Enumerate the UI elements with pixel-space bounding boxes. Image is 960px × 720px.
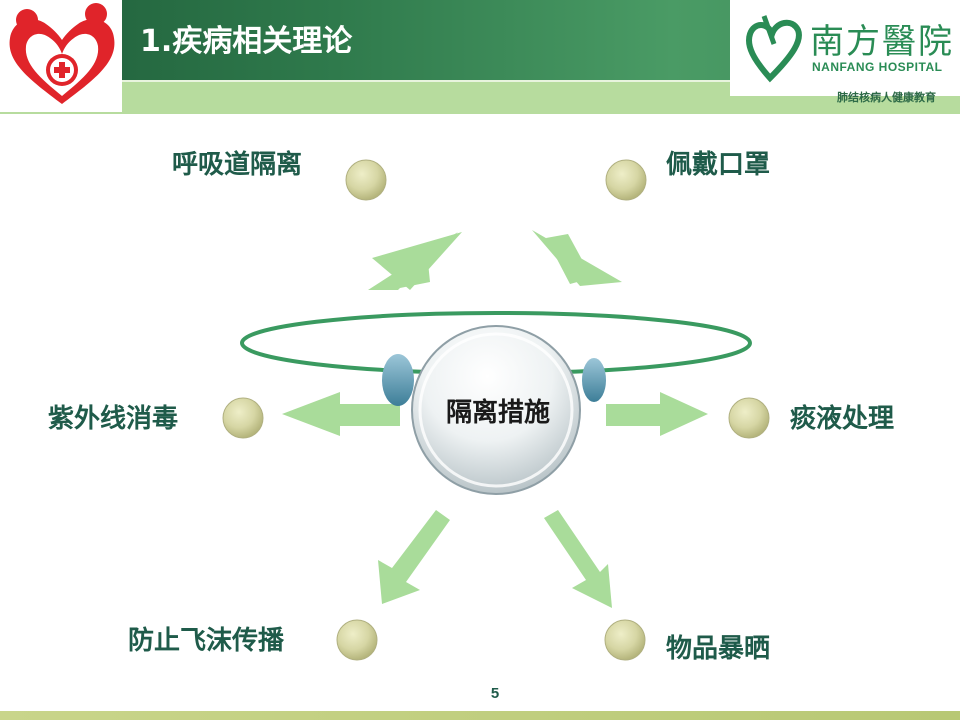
node-label-middle-right: 痰液处理: [790, 404, 895, 434]
node-dot-top-left: [345, 159, 387, 201]
left-wing: [382, 354, 414, 406]
header-divider: [0, 80, 960, 83]
hospital-name-en: NANFANG HOSPITAL: [812, 60, 943, 74]
node-label-bottom-left: 防止飞沫传播: [128, 626, 285, 656]
slide-title: 1.疾病相关理论: [140, 24, 353, 59]
center-label: 隔离措施: [445, 398, 550, 428]
node-dot-bottom-right: [604, 619, 646, 661]
node-label-top-right: 佩戴口罩: [666, 150, 771, 180]
node-label-top-left: 呼吸道隔离: [172, 150, 303, 180]
node-dot-middle-left: [222, 397, 264, 439]
arrow-right: [606, 392, 708, 436]
center-circle: [411, 325, 581, 495]
footer-bar: [0, 711, 960, 720]
right-wing: [582, 358, 606, 402]
node-dot-middle-right: [728, 397, 770, 439]
node-label-middle-left: 紫外线消毒: [48, 404, 179, 434]
arrow-left: [282, 392, 400, 436]
header-subtitle: 肺结核病人健康教育: [837, 91, 936, 104]
arrow-up-left-head: [372, 232, 462, 290]
arrow-up-right-body: [546, 234, 592, 284]
arrow-down-left: [378, 510, 450, 604]
node-dot-top-right: [605, 159, 647, 201]
node-label-bottom-right: 物品暴晒: [666, 634, 771, 664]
nanfang-heart-logo-icon: [746, 15, 802, 83]
hospital-logo-box: [730, 0, 960, 96]
node-dot-bottom-left: [336, 619, 378, 661]
arrow-down-right: [544, 510, 612, 608]
hospital-name-cn: 南方醫院: [810, 22, 954, 62]
logo-box: [0, 0, 122, 112]
page-number: 5: [490, 685, 500, 702]
heart-cross-logo-icon: [9, 3, 115, 104]
